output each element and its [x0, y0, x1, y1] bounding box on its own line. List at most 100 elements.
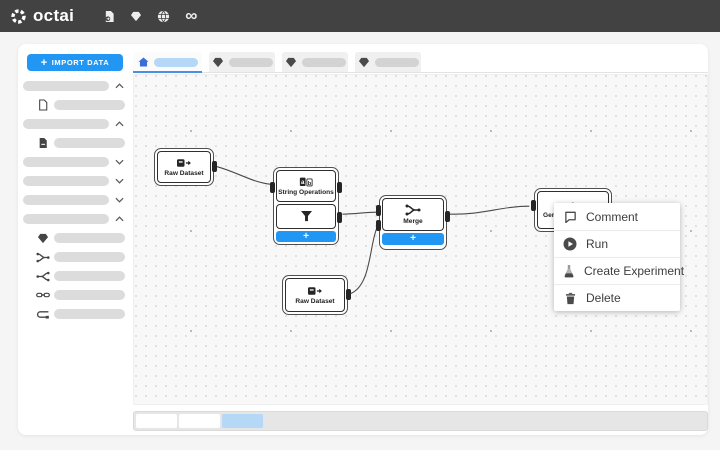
- edge-filter-merge: [342, 211, 377, 215]
- svg-text:a: a: [301, 179, 305, 186]
- skeleton-bar: [54, 290, 125, 300]
- skeleton-bar: [54, 100, 125, 110]
- sidebar-item[interactable]: [23, 99, 125, 111]
- output-port[interactable]: [337, 212, 342, 223]
- chevron-up-icon[interactable]: [113, 121, 125, 127]
- canvas-pager[interactable]: [133, 411, 708, 431]
- sidebar-item[interactable]: [23, 118, 125, 130]
- run-icon: [563, 237, 577, 251]
- chevron-down-icon[interactable]: [113, 197, 125, 203]
- skeleton-bar: [54, 252, 125, 262]
- menu-item-comment[interactable]: Comment: [554, 203, 680, 230]
- tab-bar: [133, 52, 421, 72]
- input-port[interactable]: [376, 220, 381, 231]
- node-group-merge[interactable]: Merge +: [376, 195, 450, 250]
- sidebar-item[interactable]: [23, 137, 125, 149]
- filter-icon: [300, 211, 313, 222]
- sidebar-item[interactable]: [23, 175, 125, 187]
- add-operation-button[interactable]: +: [276, 231, 336, 242]
- tab-2[interactable]: [209, 52, 275, 72]
- chevron-up-icon[interactable]: [113, 83, 125, 89]
- skeleton-bar: [374, 57, 419, 67]
- chevron-down-icon[interactable]: [113, 159, 125, 165]
- menu-item-label: Comment: [586, 209, 639, 224]
- skeleton-bar: [23, 195, 109, 205]
- top-bar: octai ∞: [0, 0, 720, 32]
- document-icon[interactable]: [104, 10, 115, 23]
- file-filled-icon: [36, 137, 50, 149]
- skeleton-bar: [23, 214, 109, 224]
- edge-raw2-merge: [350, 226, 378, 295]
- node-raw-dataset-2[interactable]: Raw Dataset: [282, 275, 351, 315]
- octai-logo[interactable]: octai: [10, 6, 74, 26]
- tab-1[interactable]: [133, 52, 202, 72]
- workspace-card: + IMPORT DATA Raw Dataset: [18, 44, 708, 435]
- merge-icon: [405, 204, 421, 216]
- sidebar-item[interactable]: [23, 213, 125, 225]
- node-raw-dataset-1[interactable]: Raw Dataset: [154, 148, 217, 186]
- gem-icon: [285, 57, 297, 68]
- sidebar: [23, 80, 125, 320]
- node-label: Raw Dataset: [295, 297, 335, 305]
- input-port[interactable]: [531, 200, 536, 211]
- menu-item-run[interactable]: Run: [554, 230, 680, 257]
- gem-icon: [36, 233, 50, 244]
- skeleton-bar: [23, 81, 109, 91]
- pager-segment[interactable]: [179, 414, 220, 428]
- output-port[interactable]: [337, 182, 342, 193]
- sidebar-item[interactable]: [23, 270, 125, 282]
- sidebar-item[interactable]: [23, 156, 125, 168]
- experiment-icon: [563, 264, 575, 278]
- menu-item-label: Delete: [586, 291, 621, 305]
- loop-icon: [36, 310, 50, 319]
- menu-item-create-experiment[interactable]: Create Experiment: [554, 257, 684, 284]
- chevron-down-icon[interactable]: [113, 178, 125, 184]
- sidebar-item[interactable]: [23, 232, 125, 244]
- node-label: Gen: [543, 212, 556, 219]
- skeleton-bar: [23, 157, 109, 167]
- gem-icon[interactable]: [130, 11, 142, 22]
- sidebar-item[interactable]: [23, 251, 125, 263]
- subnode-merge[interactable]: Merge: [382, 198, 444, 231]
- chevron-up-icon[interactable]: [113, 216, 125, 222]
- input-port[interactable]: [270, 182, 275, 193]
- menu-item-label: Run: [586, 237, 609, 251]
- skeleton-bar: [54, 138, 125, 148]
- sidebar-item[interactable]: [23, 80, 125, 92]
- node-label: Merge: [403, 218, 423, 225]
- fork-icon: [36, 271, 50, 282]
- globe-icon[interactable]: [157, 10, 170, 23]
- output-port[interactable]: [212, 161, 217, 172]
- comment-icon: [563, 210, 577, 223]
- pager-segment[interactable]: [222, 414, 263, 428]
- svg-text:b: b: [308, 181, 312, 187]
- merge-icon: [36, 252, 50, 263]
- menu-item-delete[interactable]: Delete: [554, 284, 680, 311]
- input-port[interactable]: [376, 205, 381, 216]
- sidebar-item[interactable]: [23, 194, 125, 206]
- sidebar-item[interactable]: [23, 308, 125, 320]
- skeleton-bar: [54, 309, 125, 319]
- subnode-filter[interactable]: [276, 204, 336, 229]
- output-port[interactable]: [346, 289, 351, 300]
- sidebar-item[interactable]: [23, 289, 125, 301]
- raw-dataset-icon: [176, 158, 192, 168]
- edge-raw1-stringops: [216, 165, 271, 185]
- skeleton-bar: [54, 271, 125, 281]
- add-operation-button[interactable]: +: [382, 233, 444, 245]
- file-icon: [36, 99, 50, 111]
- import-data-button[interactable]: + IMPORT DATA: [27, 54, 123, 71]
- skeleton-bar: [153, 57, 198, 67]
- home-icon: [138, 57, 149, 67]
- tab-3[interactable]: [282, 52, 348, 72]
- tab-4[interactable]: [355, 52, 421, 72]
- skeleton-bar: [54, 233, 125, 243]
- topbar-icon-group: ∞: [104, 7, 197, 24]
- pager-segment[interactable]: [136, 414, 177, 428]
- output-port[interactable]: [445, 211, 450, 222]
